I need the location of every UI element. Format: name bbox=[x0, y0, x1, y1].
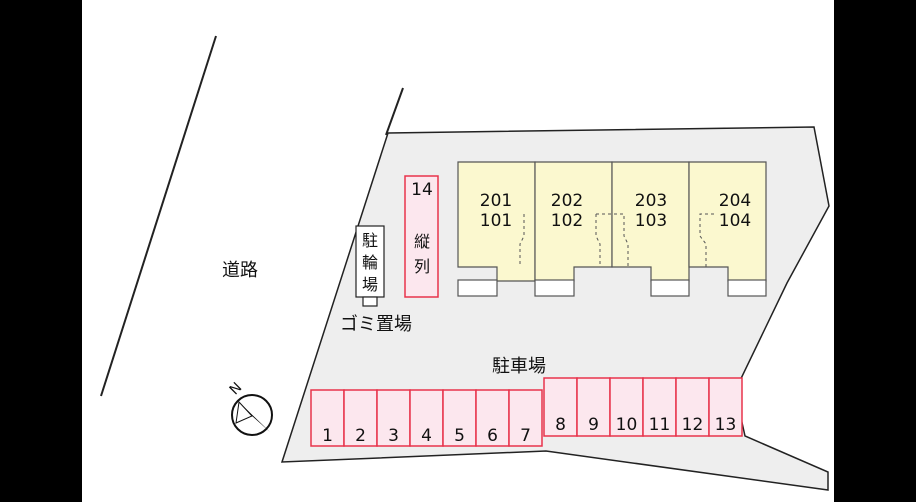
parking-label: 駐車場 bbox=[492, 356, 546, 377]
parking-spot-number: 5 bbox=[454, 426, 465, 446]
unit-upper-number: 201 bbox=[480, 191, 512, 211]
unit-upper-number: 202 bbox=[551, 191, 583, 211]
parking-spot-box bbox=[508, 389, 543, 447]
parking-spot-number: 4 bbox=[421, 426, 432, 446]
bike-parking-label-3: 場 bbox=[362, 275, 378, 294]
parking-spot-number: 2 bbox=[355, 426, 366, 446]
north-arrow-icon: N bbox=[227, 380, 273, 436]
parking-spot-number: 3 bbox=[388, 426, 399, 446]
unit-balcony bbox=[457, 279, 498, 297]
parking-spot-box bbox=[475, 389, 510, 447]
compass-needle bbox=[239, 402, 270, 432]
parking-spot-box bbox=[576, 377, 611, 437]
parking-spot-number: 7 bbox=[520, 426, 531, 446]
parking-spot: 2 bbox=[343, 389, 378, 447]
unit-lower-number: 102 bbox=[551, 211, 583, 231]
parking-spot: 5 bbox=[442, 389, 477, 447]
parking-spot-number: 12 bbox=[682, 415, 704, 435]
unit-lower-number: 103 bbox=[635, 211, 667, 231]
parking-spot-box bbox=[310, 389, 345, 447]
parking-spot: 6 bbox=[475, 389, 510, 447]
parking-spot-number: 11 bbox=[649, 415, 671, 435]
parking-spot-number: 1 bbox=[322, 426, 333, 446]
parking-spot-box bbox=[376, 389, 411, 447]
unit-upper-number: 204 bbox=[719, 191, 751, 211]
partition-line bbox=[699, 213, 714, 267]
unit-201-101: 201 101 bbox=[457, 161, 536, 297]
parking-spot-number: 6 bbox=[487, 426, 498, 446]
parking-spot: 13 bbox=[708, 377, 743, 437]
parking-spot-number: 8 bbox=[555, 415, 566, 435]
unit-lower-number: 101 bbox=[480, 211, 512, 231]
bike-parking-label-1: 駐 bbox=[362, 231, 378, 250]
building: 201 101 202 102 203 103 204 104 bbox=[457, 161, 767, 297]
unit-balcony bbox=[727, 279, 767, 297]
compass-needle-tail bbox=[235, 400, 253, 424]
partition-line bbox=[595, 214, 601, 267]
unit-204-104: 204 104 bbox=[688, 161, 767, 297]
parking-spot: 7 bbox=[508, 389, 543, 447]
bike-parking-label-2: 輪 bbox=[362, 253, 378, 272]
garbage-box bbox=[362, 296, 378, 307]
parking-spot-number: 9 bbox=[588, 415, 599, 435]
column-parking-14: 14 縦 列 bbox=[404, 175, 439, 298]
road-edge-line bbox=[100, 35, 217, 397]
bike-parking: 駐 輪 場 bbox=[355, 225, 385, 307]
column-parking-number: 14 bbox=[411, 180, 433, 200]
parking-spot: 9 bbox=[576, 377, 611, 437]
road-label: 道路 bbox=[222, 260, 258, 281]
unit-balcony bbox=[650, 279, 690, 297]
column-parking-label-2: 列 bbox=[414, 257, 430, 276]
partition-line bbox=[596, 213, 629, 267]
parking-spot: 12 bbox=[675, 377, 710, 437]
unit-upper-number: 203 bbox=[635, 191, 667, 211]
column-parking-label-1: 縦 bbox=[414, 232, 430, 251]
parking-spot-number: 13 bbox=[715, 415, 737, 435]
parking-spot: 8 bbox=[543, 377, 578, 437]
parking-spot-box bbox=[708, 377, 743, 437]
bike-parking-box bbox=[355, 225, 385, 298]
partition-line bbox=[519, 214, 525, 267]
road-edge-line-short bbox=[385, 87, 404, 136]
unit-balcony bbox=[534, 279, 575, 297]
parking-spot: 10 bbox=[609, 377, 644, 437]
parking-spot-box bbox=[543, 377, 578, 437]
unit-202-102: 202 102 bbox=[534, 161, 613, 297]
parking-spot-number: 10 bbox=[616, 415, 638, 435]
parking-spot: 1 bbox=[310, 389, 345, 447]
garbage-label: ゴミ置場 bbox=[340, 314, 412, 335]
unit-lower-number: 104 bbox=[719, 211, 751, 231]
parking-spot: 3 bbox=[376, 389, 411, 447]
parking-spot: 11 bbox=[642, 377, 677, 437]
column-parking-spot bbox=[404, 175, 439, 298]
parking-spot: 4 bbox=[409, 389, 444, 447]
